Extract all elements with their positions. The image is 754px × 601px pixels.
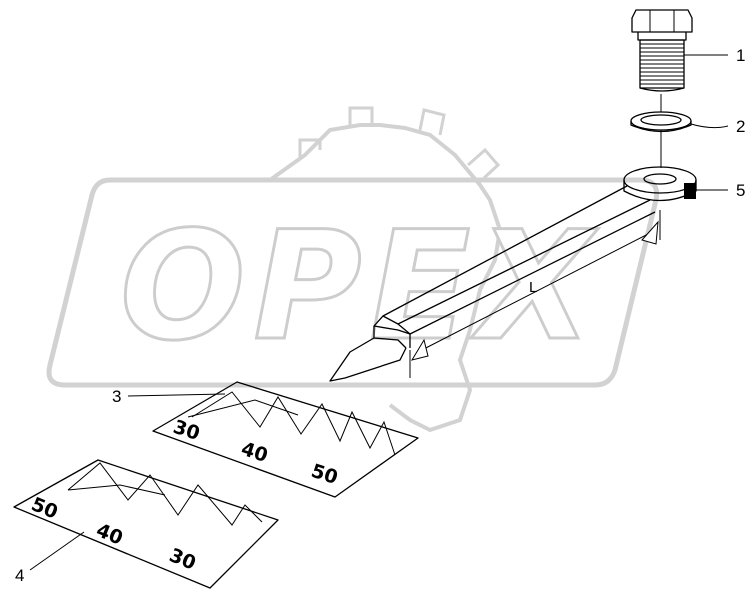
- knife: [329, 166, 697, 382]
- bolt-thread: [640, 43, 684, 85]
- dimension-arrow-left: [410, 338, 429, 361]
- watermark-frame: [46, 177, 660, 388]
- gauge-a: 30 40 50: [152, 381, 419, 498]
- gauge-a-number-2: 40: [238, 438, 270, 467]
- callout-3: 3: [112, 387, 121, 406]
- boss-shade: [684, 183, 696, 199]
- leader-3: [127, 393, 226, 397]
- watermark-text: OPEX: [120, 200, 600, 374]
- bolt: [631, 9, 693, 168]
- gauge-a-number-3: 50: [308, 460, 340, 489]
- dimension-arrow-right: [641, 220, 659, 245]
- watermark-gear: [268, 123, 503, 433]
- callouts: 1 2 3 4 5: [15, 46, 745, 585]
- leader-2: [690, 123, 729, 129]
- gauge-b-number-2: 40: [93, 519, 126, 549]
- callout-4: 4: [15, 566, 24, 585]
- leader-4: [29, 531, 85, 571]
- dimension-label: L: [529, 279, 537, 296]
- callout-1: 1: [736, 46, 745, 65]
- callout-2: 2: [736, 117, 745, 136]
- callout-5: 5: [736, 181, 745, 200]
- gauge-b-number-3: 30: [166, 544, 199, 574]
- gauge-b: 50 40 30: [13, 459, 279, 589]
- dimension-l: L: [409, 210, 661, 378]
- gauge-a-number-1: 30: [170, 416, 202, 445]
- opex-watermark: OPEX: [46, 106, 660, 433]
- washer: [630, 111, 692, 133]
- gauge-b-number-1: 50: [28, 493, 61, 523]
- watermark-gear-teeth: [298, 106, 501, 180]
